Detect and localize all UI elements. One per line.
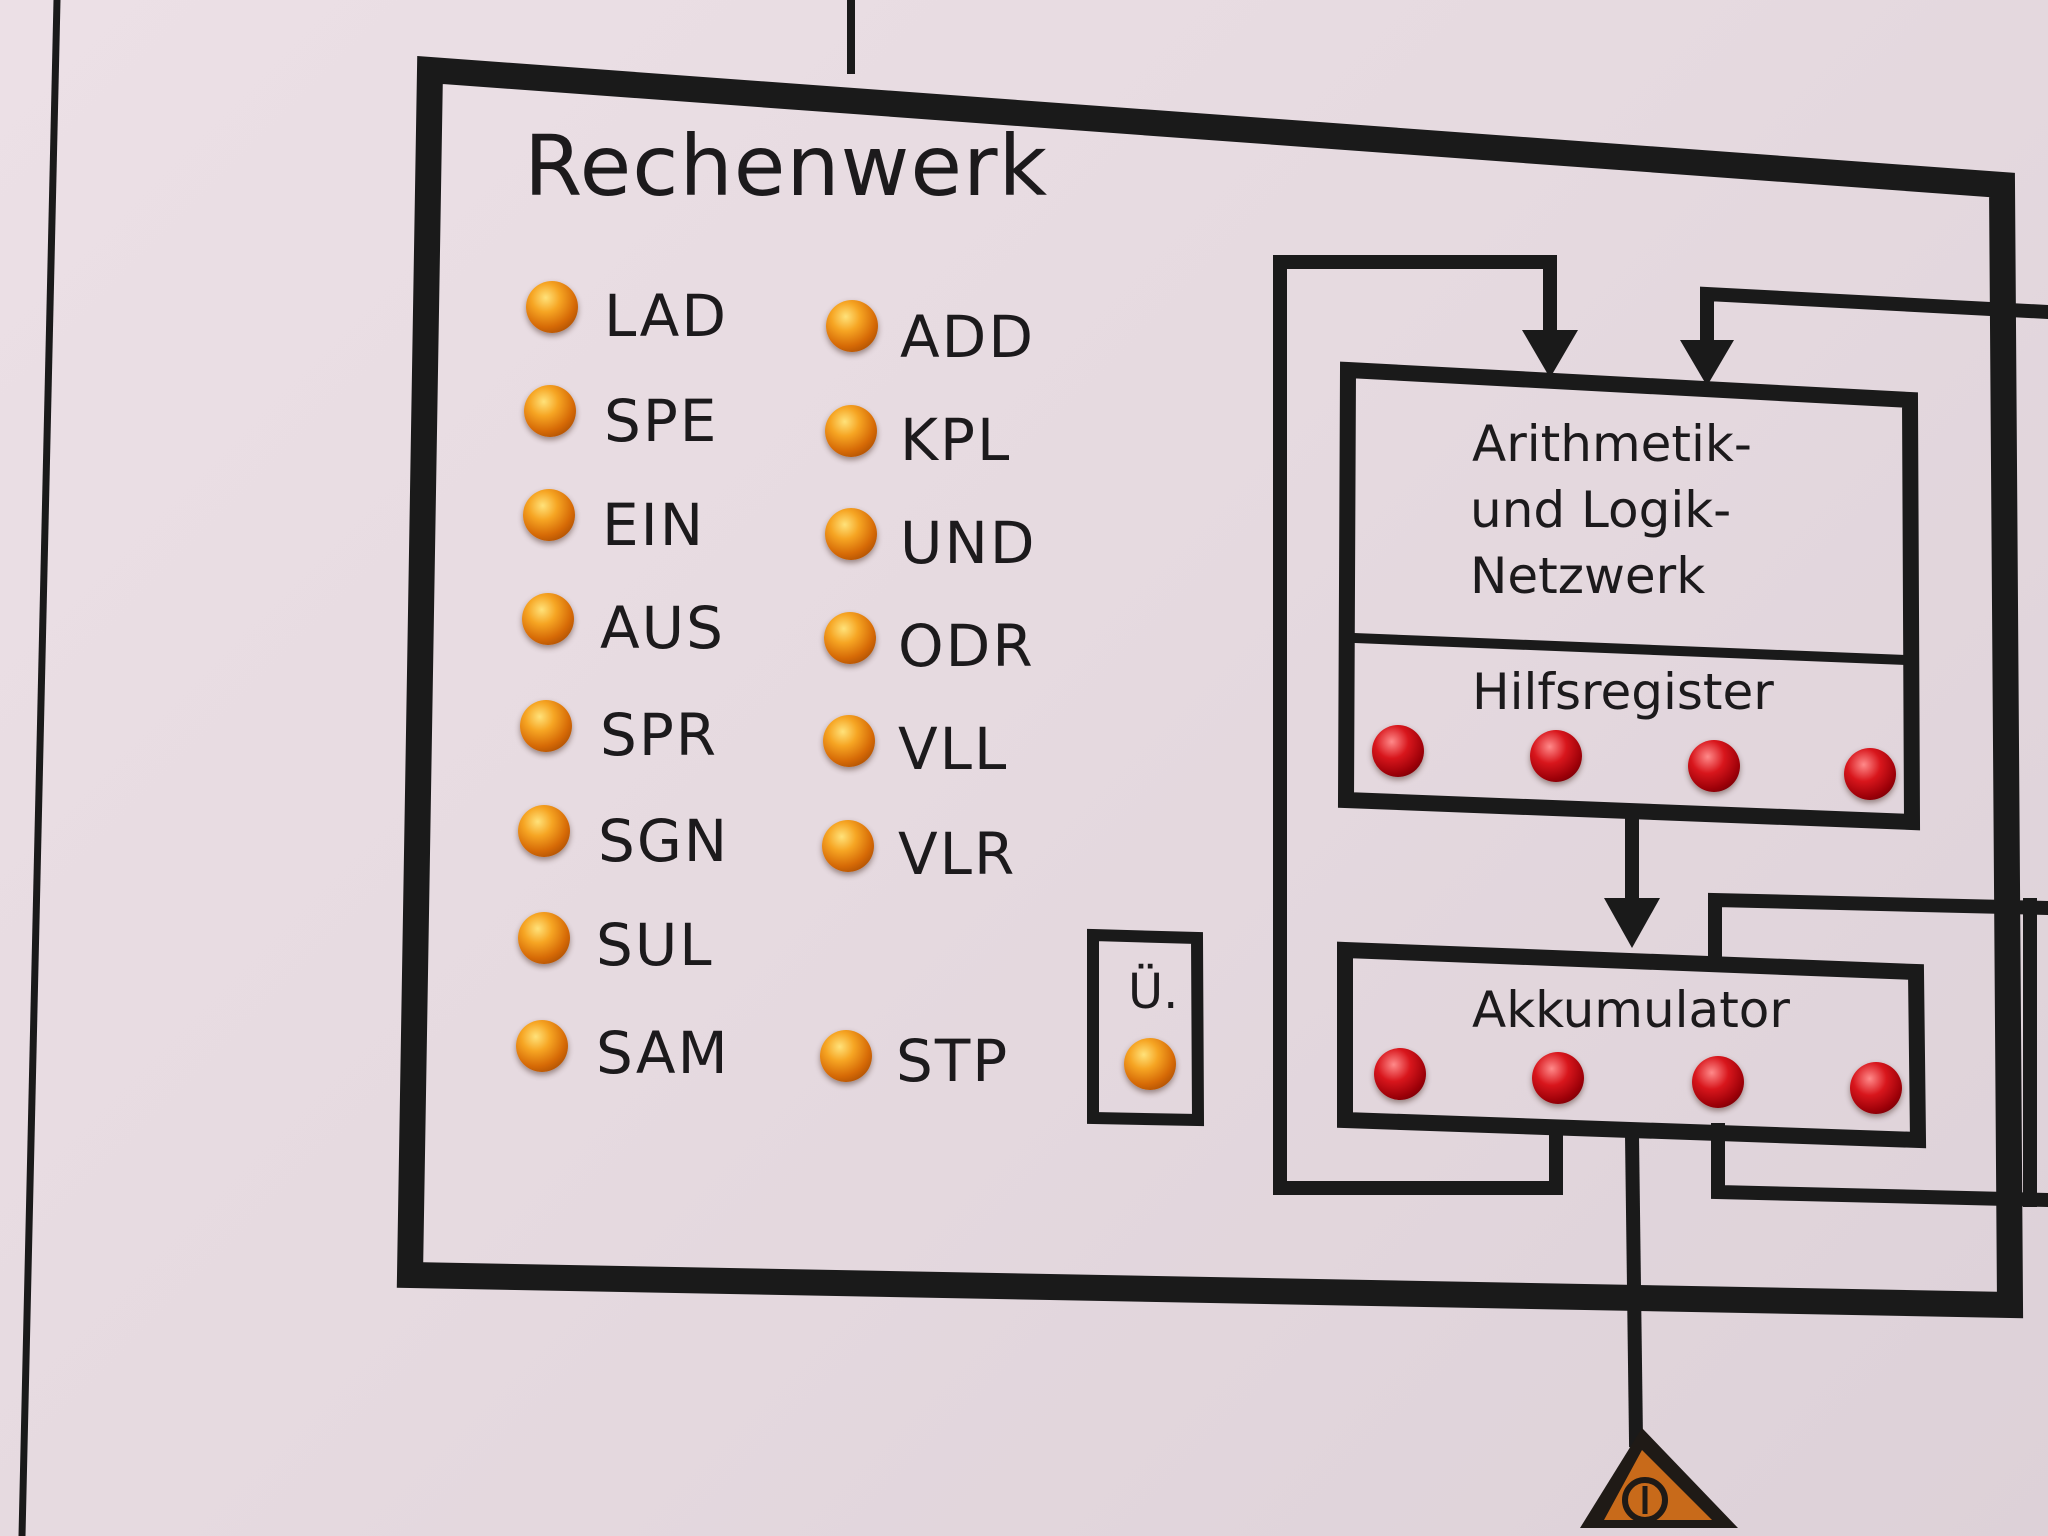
instruction-label-aus: AUS	[600, 594, 725, 662]
instruction-label-vll: VLL	[898, 715, 1009, 783]
led-sgn-indicator	[518, 805, 570, 857]
led-add-indicator	[826, 300, 878, 352]
instruction-label-vlr: VLR	[898, 820, 1017, 888]
instruction-label-stp: STP	[896, 1027, 1010, 1095]
register-bit-4-led	[1844, 748, 1896, 800]
instruction-label-kpl: KPL	[900, 406, 1012, 474]
led-spr-indicator	[520, 700, 572, 752]
warning-triangle-icon	[1580, 1428, 1738, 1528]
accumulator-bit-4-led	[1850, 1062, 1902, 1114]
overflow-flag-indicator	[1124, 1038, 1176, 1090]
instruction-label-sgn: SGN	[598, 807, 730, 875]
accumulator-bit-1-led	[1374, 1048, 1426, 1100]
led-spe-indicator	[524, 385, 576, 437]
overflow-flag-label: Ü.	[1128, 964, 1179, 1020]
instruction-label-ein: EIN	[602, 491, 706, 559]
register-bit-3-led	[1688, 740, 1740, 792]
instruction-label-und: UND	[900, 509, 1037, 577]
panel-title: Rechenwerk	[524, 117, 1049, 215]
led-sul-indicator	[518, 912, 570, 964]
led-odr-indicator	[824, 612, 876, 664]
instruction-label-spr: SPR	[600, 701, 719, 769]
accumulator-label: Akkumulator	[1472, 981, 1790, 1039]
instruction-label-odr: ODR	[898, 612, 1035, 680]
accumulator-bit-2-led	[1532, 1052, 1584, 1104]
alu-title-line-1: Arithmetik-	[1472, 415, 1752, 473]
led-ein-indicator	[523, 489, 575, 541]
led-kpl-indicator	[825, 405, 877, 457]
accumulator-bit-3-led	[1692, 1056, 1744, 1108]
instruction-label-add: ADD	[900, 303, 1035, 371]
led-aus-indicator	[522, 593, 574, 645]
instruction-label-lad: LAD	[604, 282, 728, 350]
led-und-indicator	[825, 508, 877, 560]
led-lad-indicator	[526, 281, 578, 333]
led-sam-indicator	[516, 1020, 568, 1072]
instruction-label-sul: SUL	[596, 911, 714, 979]
alu-title-line-2: und Logik-	[1470, 481, 1732, 539]
led-stp-indicator	[820, 1030, 872, 1082]
alu-title-line-3: Netzwerk	[1470, 547, 1706, 605]
led-vll-indicator	[823, 715, 875, 767]
instruction-label-spe: SPE	[604, 387, 719, 455]
instruction-label-sam: SAM	[596, 1019, 730, 1087]
register-label: Hilfsregister	[1472, 663, 1774, 721]
led-vlr-indicator	[822, 820, 874, 872]
register-bit-2-led	[1530, 730, 1582, 782]
register-bit-1-led	[1372, 725, 1424, 777]
